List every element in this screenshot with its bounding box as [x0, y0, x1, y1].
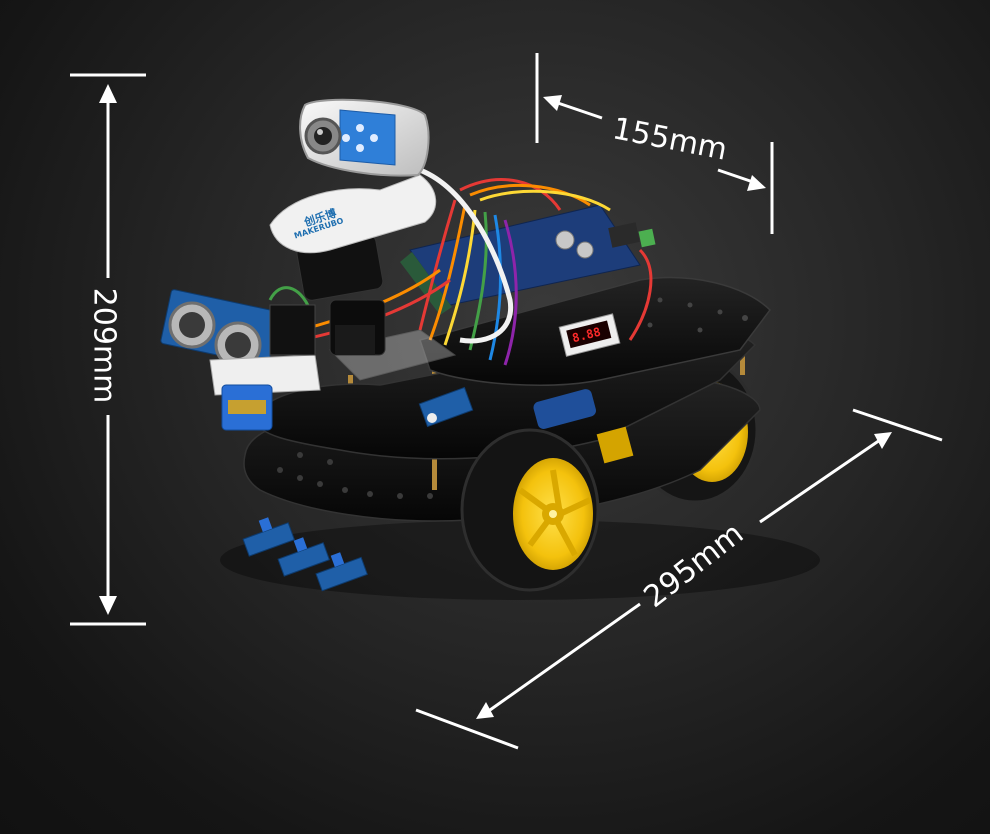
length-dimension — [415, 408, 943, 750]
length-line-lower — [489, 602, 641, 712]
acrylic-plate — [329, 329, 457, 381]
height-arrow-down-icon — [99, 596, 117, 615]
height-dimension — [70, 73, 146, 626]
battery — [533, 389, 596, 429]
webcam — [269, 98, 437, 254]
upper-plate-holes — [647, 297, 748, 333]
controller-board — [400, 204, 656, 315]
length-line-upper — [759, 438, 881, 524]
ultrasonic-sensor — [160, 289, 280, 369]
rear-motor-mount — [596, 426, 634, 464]
length-top-tick — [852, 408, 943, 442]
length-bottom-tick — [415, 708, 519, 750]
width-dimension — [535, 53, 774, 234]
voltmeter-module — [558, 313, 621, 357]
length-arrow-up-icon — [874, 432, 892, 449]
pan-tilt-mount — [296, 234, 386, 356]
light-sensor-module — [418, 386, 474, 428]
line-tracking-sensors — [242, 517, 368, 592]
chassis-holes — [277, 452, 433, 499]
height-dimension-label: 209mm — [86, 287, 122, 404]
front-servo-bracket — [209, 304, 321, 431]
front-wheel — [460, 428, 600, 592]
width-arrow-right-icon — [747, 175, 766, 191]
height-arrow-up-icon — [99, 84, 117, 103]
width-line-left — [551, 99, 603, 120]
usb-cable — [419, 167, 514, 344]
width-line-right — [717, 168, 757, 185]
robot-car — [160, 98, 820, 600]
length-arrow-down-icon — [476, 702, 494, 719]
width-arrow-left-icon — [543, 95, 562, 111]
